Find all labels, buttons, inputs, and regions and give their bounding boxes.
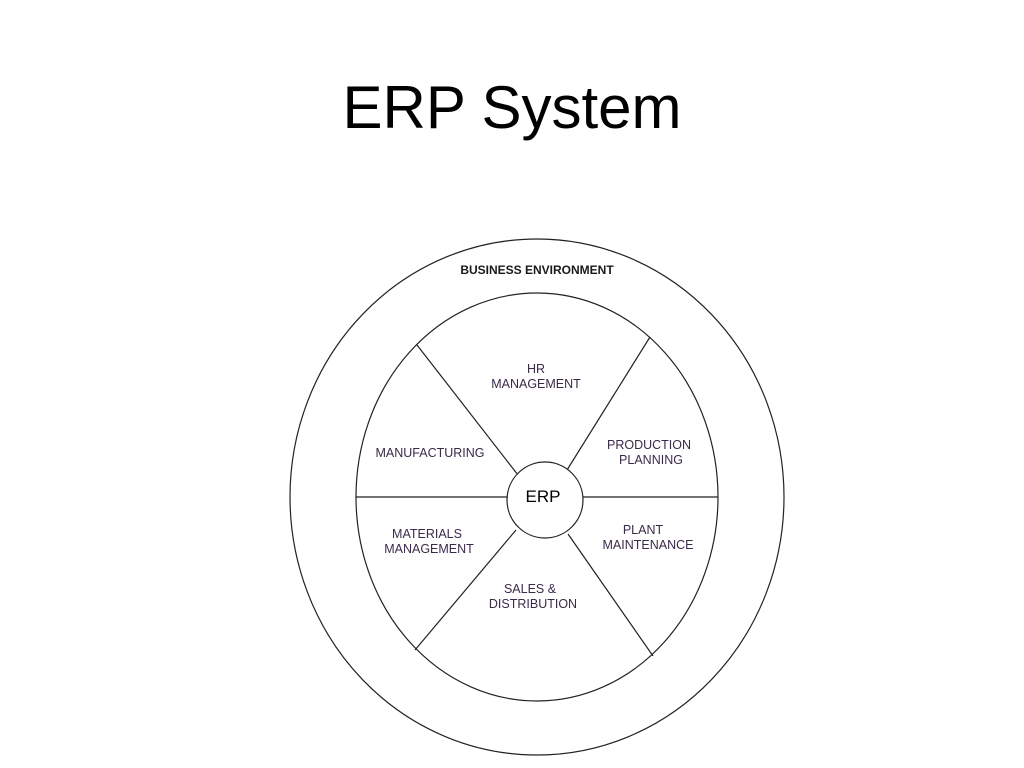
business-environment-label: BUSINESS ENVIRONMENT (460, 263, 614, 277)
module-label-line: MANAGEMENT (491, 377, 581, 391)
erp-hub-label: ERP (526, 487, 561, 506)
module-materials-management: MATERIALS MANAGEMENT (384, 527, 474, 556)
module-manufacturing: MANUFACTURING (375, 446, 484, 460)
outer-circle (289, 238, 785, 756)
module-production-planning: PRODUCTION PLANNING (607, 438, 691, 467)
module-label-line: PLANNING (619, 453, 683, 467)
module-label-line: DISTRIBUTION (489, 597, 577, 611)
slide-title: ERP System (342, 74, 682, 141)
module-label-line: PRODUCTION (607, 438, 691, 452)
module-label-line: MANAGEMENT (384, 542, 474, 556)
module-plant-maintenance: PLANT MAINTENANCE (603, 523, 694, 552)
module-label-line: SALES & (504, 582, 557, 596)
module-label-line: MATERIALS (392, 527, 462, 541)
module-label-line: MAINTENANCE (603, 538, 694, 552)
module-hr-management: HR MANAGEMENT (491, 362, 581, 391)
module-label-line: HR (527, 362, 545, 376)
spoke-lower-left (414, 529, 517, 651)
erp-hub-circle (506, 461, 584, 539)
module-label-line: MANUFACTURING (375, 446, 484, 460)
module-label-line: PLANT (623, 523, 664, 537)
spoke-upper-left (416, 344, 519, 476)
module-sales-distribution: SALES & DISTRIBUTION (489, 582, 577, 611)
spoke-lower-right (567, 533, 654, 657)
spoke-upper-right (566, 336, 651, 471)
